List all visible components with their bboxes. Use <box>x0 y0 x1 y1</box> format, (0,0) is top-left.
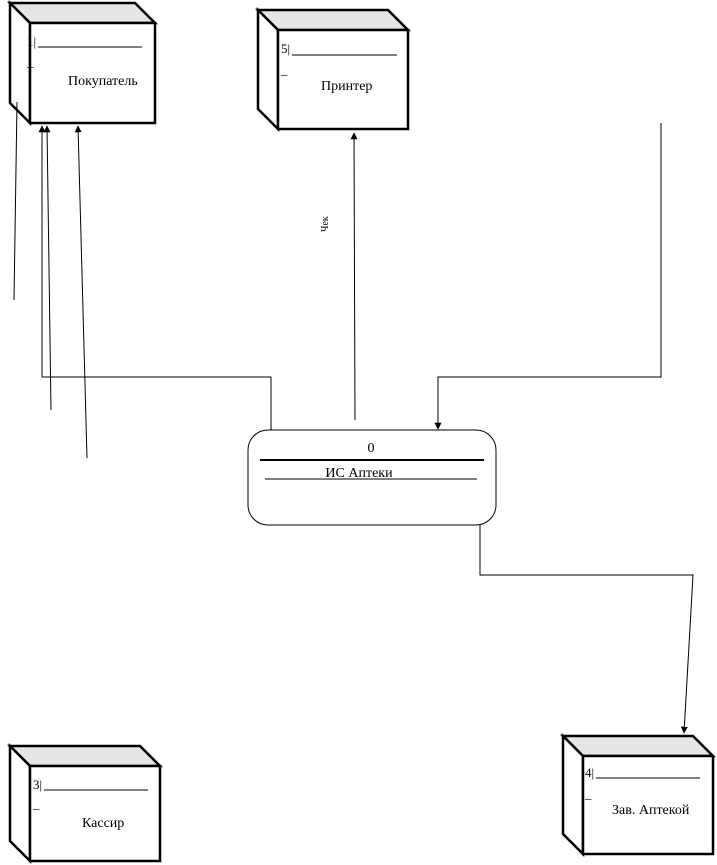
data-flows: Чек <box>13 101 694 734</box>
entity-number: 4| <box>585 765 594 780</box>
flow-to-pokupatel[interactable] <box>43 125 52 411</box>
flow-process-to-zav[interactable] <box>479 525 694 734</box>
flow-chek[interactable] <box>350 132 358 421</box>
entity-side-face <box>256 6 280 133</box>
entity-side-face <box>561 732 585 858</box>
flow-process-to-pokupatel[interactable] <box>38 125 272 430</box>
entity-dash: _ <box>32 796 40 811</box>
entity-zav[interactable]: 4| _ Зав. Аптекой <box>559 732 717 858</box>
entity-top-face <box>559 734 717 758</box>
entity-label: Зав. Аптекой <box>612 803 690 818</box>
flow-into-process[interactable] <box>434 123 662 430</box>
entity-label: Покупатель <box>68 74 138 89</box>
flow-label-chek: Чек <box>320 216 331 232</box>
process-label: ИС Аптеки <box>325 466 393 481</box>
entity-side-face <box>8 742 32 865</box>
process-is-apteki[interactable]: 0 ИС Аптеки <box>247 429 497 526</box>
entity-dash: _ <box>26 54 34 69</box>
flow-to-pokupatel[interactable] <box>74 125 88 459</box>
entity-number: 5| <box>281 41 290 56</box>
entity-printer[interactable]: 5| _ Принтер <box>254 6 412 133</box>
entity-top-face <box>254 8 412 32</box>
process-box <box>247 429 497 526</box>
entity-number: 3| <box>33 777 42 792</box>
flow-line[interactable] <box>13 101 18 301</box>
entity-kassir[interactable]: 3| _ Кассир <box>6 742 164 865</box>
entity-front-face <box>276 28 410 131</box>
entity-dash: _ <box>280 62 288 77</box>
entity-label: Принтер <box>321 79 372 94</box>
entity-front-face <box>581 754 715 856</box>
entity-pokupatel[interactable]: 1| _ Покупатель <box>6 0 159 127</box>
entity-number: 1| <box>27 34 36 49</box>
entity-front-face <box>28 764 162 863</box>
entity-dash: _ <box>584 786 592 801</box>
process-number: 0 <box>368 441 375 456</box>
entity-top-face <box>6 744 164 768</box>
entity-front-face <box>28 21 157 125</box>
entity-label: Кассир <box>82 816 124 831</box>
entity-top-face <box>6 1 159 25</box>
